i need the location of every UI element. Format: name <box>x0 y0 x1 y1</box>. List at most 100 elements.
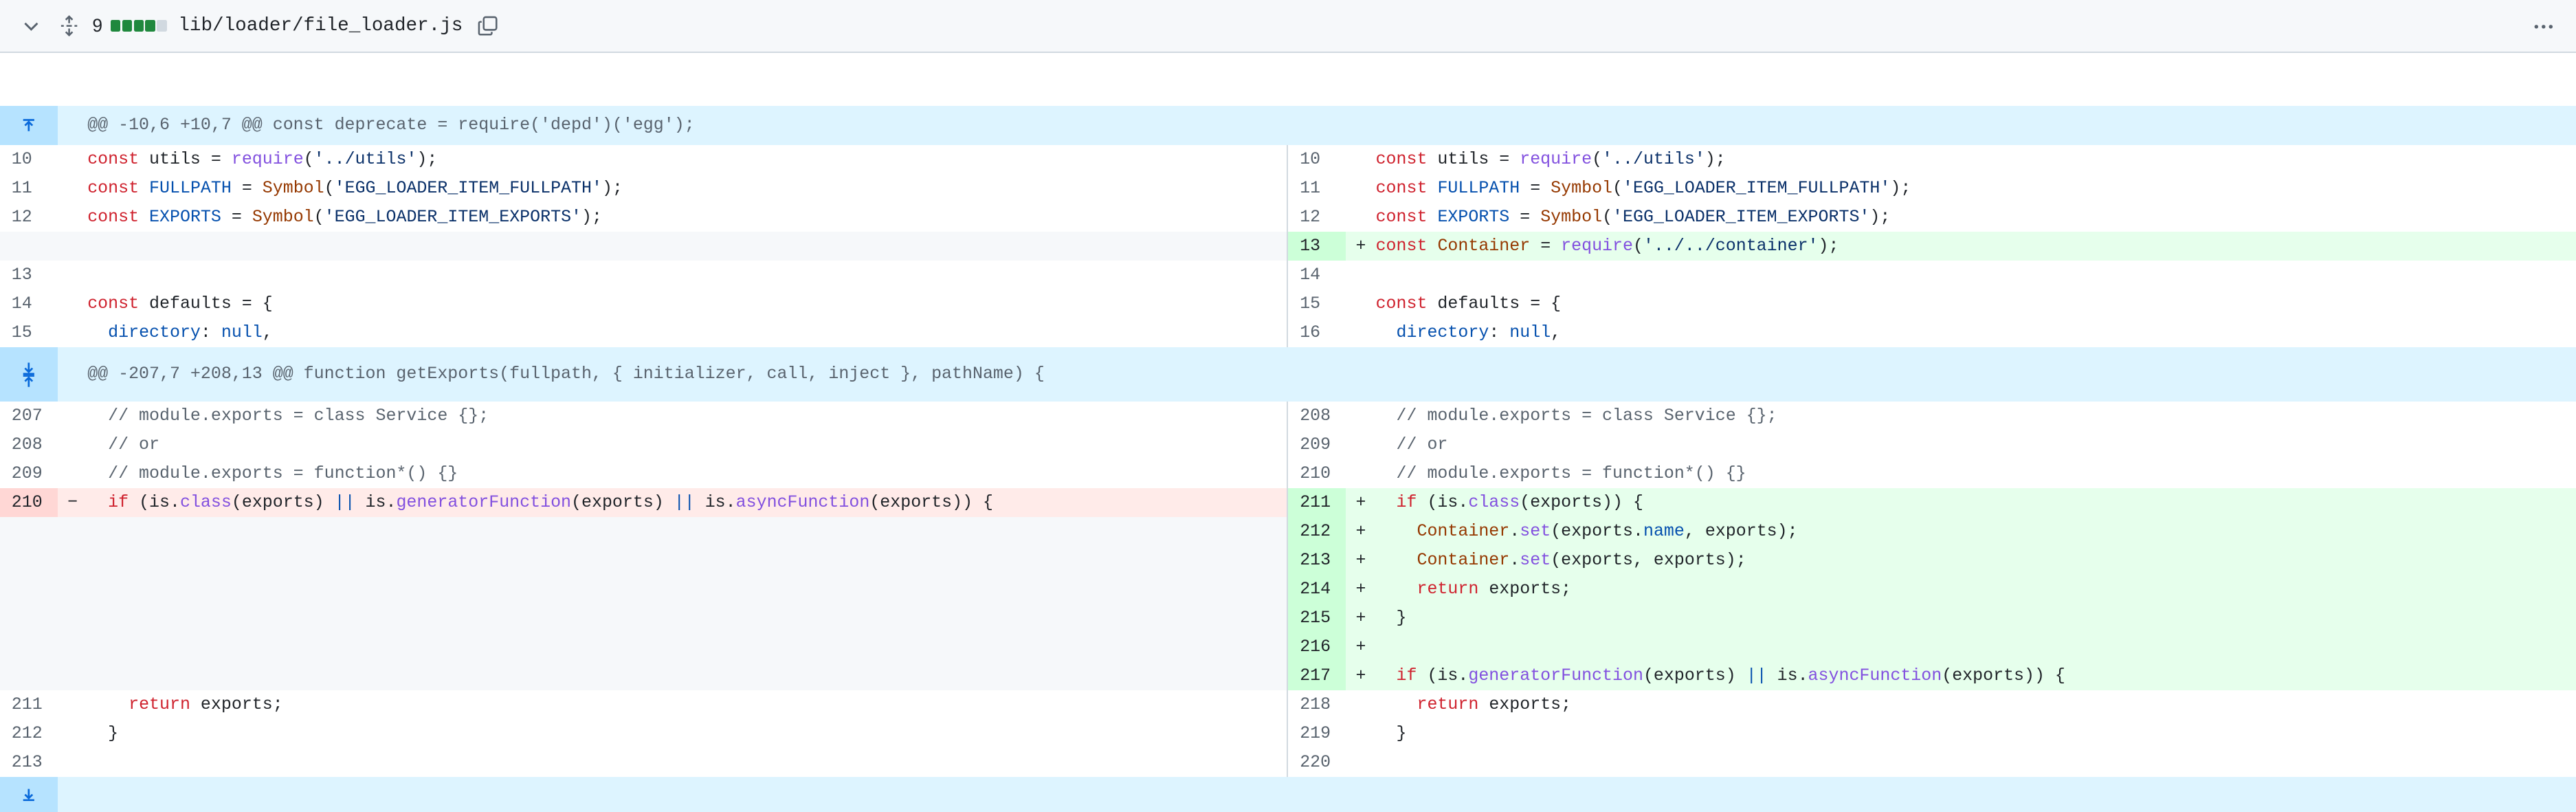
code-token: ); <box>1705 150 1726 170</box>
expand-down-icon[interactable] <box>21 788 36 802</box>
line-number[interactable]: 209 <box>1300 435 1331 455</box>
code-token <box>139 208 149 227</box>
expand-button[interactable] <box>0 347 58 402</box>
line-number[interactable]: 12 <box>1300 208 1321 228</box>
line-number[interactable]: 216 <box>1288 633 1346 662</box>
code-token: } <box>1375 608 1407 628</box>
expand-up-icon[interactable] <box>21 118 36 132</box>
line-number[interactable]: 211 <box>11 695 43 715</box>
diff-row: 212 }219 } <box>0 719 2576 749</box>
right-side: 211+ if (is.class(exports)) { <box>1288 488 2576 518</box>
line-number[interactable]: 209 <box>11 464 43 484</box>
expand-button[interactable] <box>0 105 58 146</box>
line-number[interactable]: 207 <box>11 406 43 426</box>
expand-down-icon[interactable] <box>21 362 36 375</box>
line-number[interactable]: 218 <box>1300 695 1331 715</box>
line-number[interactable]: 212 <box>11 724 43 744</box>
line-number[interactable]: 210 <box>0 488 58 518</box>
code-token <box>1376 522 1417 541</box>
code-token: is. <box>1766 666 1808 686</box>
right-side: 208 // module.exports = class Service {}… <box>1288 402 2576 430</box>
line-number[interactable]: 12 <box>11 208 32 228</box>
code-token: const <box>1375 150 1428 170</box>
diff-row: 13+const Container = require('../../cont… <box>0 232 2576 261</box>
code-token: Symbol <box>262 179 324 199</box>
diff-marker <box>1346 748 1375 777</box>
line-number[interactable]: 217 <box>1288 661 1346 691</box>
chevron-down-icon[interactable] <box>16 11 46 41</box>
code-token: Container <box>1437 237 1531 256</box>
line-number[interactable]: 208 <box>11 435 43 455</box>
diff-marker: − <box>67 493 78 513</box>
diff-marker <box>58 430 87 459</box>
right-side: 214+ return exports; <box>1288 575 2576 604</box>
code-token: // or <box>87 435 160 455</box>
diffstat-bar-addition <box>122 20 133 32</box>
unfold-icon[interactable] <box>56 12 82 39</box>
expand-up-icon[interactable] <box>21 374 36 388</box>
code-token: if <box>108 493 129 513</box>
line-number[interactable]: 16 <box>1300 323 1321 343</box>
code-token: return <box>1417 580 1479 600</box>
code-line <box>1376 748 2576 777</box>
diff-row: 215+ } <box>0 604 2576 633</box>
line-number[interactable]: 10 <box>1300 150 1321 170</box>
left-side: 212 } <box>0 719 1289 749</box>
diff-marker <box>1346 719 1375 748</box>
code-token: 'EGG_LOADER_ITEM_FULLPATH' <box>1623 179 1891 199</box>
code-token: ( <box>1612 179 1623 199</box>
code-token: '../utils' <box>313 150 417 170</box>
line-number[interactable]: 14 <box>11 294 32 314</box>
copy-icon[interactable] <box>474 12 500 39</box>
line-number[interactable]: 10 <box>11 150 32 170</box>
line-number[interactable]: 215 <box>1288 604 1346 633</box>
line-number[interactable]: 208 <box>1300 406 1331 426</box>
line-number[interactable]: 15 <box>1300 294 1321 314</box>
right-side: 14 <box>1288 261 2576 289</box>
code-token: // or <box>1375 435 1448 455</box>
line-number[interactable]: 212 <box>1288 517 1346 547</box>
line-number[interactable]: 14 <box>1300 265 1321 285</box>
diff-marker <box>58 719 87 748</box>
file-path[interactable]: lib/loader/file_loader.js <box>178 14 463 36</box>
diff-marker: + <box>1355 580 1366 600</box>
line-number[interactable]: 210 <box>1300 464 1331 484</box>
expand-button[interactable] <box>0 777 58 812</box>
code-token: ( <box>313 208 324 228</box>
line-number[interactable]: 13 <box>11 265 32 285</box>
code-line: // or <box>1376 430 2576 459</box>
diff-marker: + <box>1355 551 1366 571</box>
code-token: ( <box>1592 150 1603 170</box>
line-number[interactable]: 211 <box>1288 488 1346 518</box>
code-token: const <box>1375 294 1428 314</box>
kebab-horizontal-icon[interactable] <box>2531 13 2557 39</box>
line-number[interactable]: 214 <box>1288 575 1346 604</box>
line-number[interactable]: 11 <box>11 179 32 199</box>
changes-count: 9 <box>92 14 103 36</box>
code-token: is. <box>694 493 736 513</box>
code-token: const <box>87 208 140 228</box>
line-number[interactable]: 220 <box>1300 753 1331 773</box>
code-token: require <box>1520 150 1592 170</box>
code-token: asyncFunction <box>735 493 870 513</box>
code-token: Container <box>1417 522 1510 542</box>
line-number[interactable]: 213 <box>1288 546 1346 575</box>
code-line: directory: null, <box>87 318 1287 347</box>
code-token: // module.exports = class Service {}; <box>87 406 489 426</box>
line-number[interactable]: 219 <box>1300 724 1331 744</box>
line-number[interactable]: 15 <box>11 323 32 343</box>
code-token: , <box>262 323 273 343</box>
line-number[interactable]: 13 <box>1288 232 1346 261</box>
code-token: (exports, exports); <box>1551 551 1746 571</box>
code-token: return <box>129 695 190 715</box>
code-token: = <box>1509 208 1541 228</box>
diff-marker <box>58 459 87 488</box>
line-number[interactable]: 213 <box>11 753 43 773</box>
code-line: // or <box>87 430 1287 459</box>
right-side: 213+ Container.set(exports, exports); <box>1288 546 2576 575</box>
line-number[interactable]: 11 <box>1300 179 1321 199</box>
code-token: ); <box>581 208 602 228</box>
